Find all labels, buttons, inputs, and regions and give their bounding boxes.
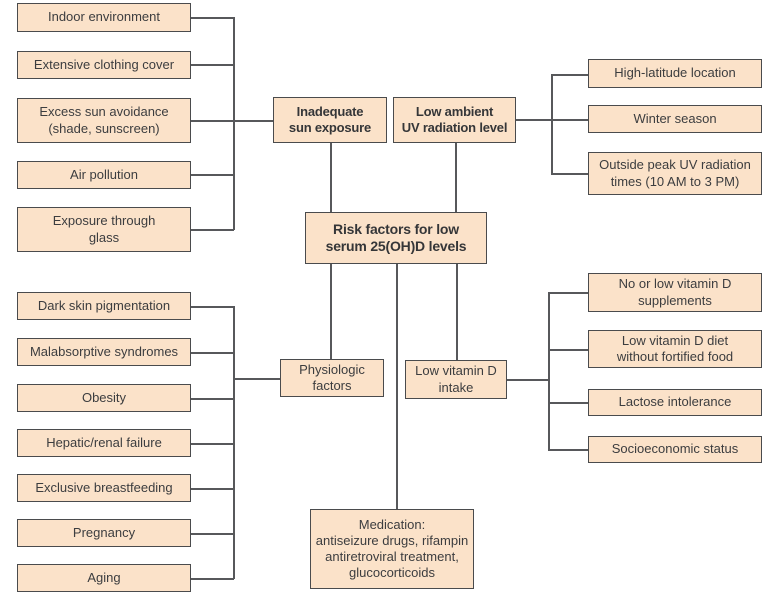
connector-line [190, 120, 274, 122]
node-no-or-low-vitamin-d-supplements: No or low vitamin D supplements [588, 273, 762, 312]
node-malabsorptive-syndromes: Malabsorptive syndromes [17, 338, 191, 366]
node-air-pollution: Air pollution [17, 161, 191, 189]
connector-line [551, 74, 589, 76]
node-low-vitamin-d-intake: Low vitamin D intake [405, 360, 507, 399]
node-excess-sun-avoidance: Excess sun avoidance (shade, sunscreen) [17, 98, 191, 143]
connector-line [455, 142, 457, 213]
node-hepatic-renal-failure: Hepatic/renal failure [17, 429, 191, 457]
connector-line [190, 229, 234, 231]
node-low-ambient-uv-radiation: Low ambient UV radiation level [393, 97, 516, 143]
connector-line [551, 173, 589, 175]
connector-line [548, 402, 589, 404]
connector-line [551, 74, 553, 174]
node-indoor-environment: Indoor environment [17, 3, 191, 32]
node-low-vitamin-d-diet: Low vitamin D diet without fortified foo… [588, 330, 762, 368]
connector-line [190, 443, 234, 445]
connector-line [330, 142, 332, 213]
connector-line [506, 379, 549, 381]
node-exposure-through-glass: Exposure through glass [17, 207, 191, 252]
connector-line [548, 292, 589, 294]
node-lactose-intolerance: Lactose intolerance [588, 389, 762, 416]
node-obesity: Obesity [17, 384, 191, 412]
connector-line [190, 578, 234, 580]
connector-line [548, 292, 550, 450]
node-risk-factors-center: Risk factors for low serum 25(OH)D level… [305, 212, 487, 264]
connector-line [233, 306, 235, 579]
connector-line [190, 174, 234, 176]
node-aging: Aging [17, 564, 191, 592]
connector-line [190, 306, 234, 308]
connector-line [396, 263, 398, 510]
node-medication: Medication: antiseizure drugs, rifampin … [310, 509, 474, 589]
connector-line [233, 378, 281, 380]
node-high-latitude-location: High-latitude location [588, 59, 762, 88]
node-dark-skin-pigmentation: Dark skin pigmentation [17, 292, 191, 320]
connector-line [330, 263, 332, 360]
node-pregnancy: Pregnancy [17, 519, 191, 547]
node-exclusive-breastfeeding: Exclusive breastfeeding [17, 474, 191, 502]
connector-line [190, 17, 234, 19]
connector-line [190, 533, 234, 535]
connector-line [548, 349, 589, 351]
connector-line [190, 488, 234, 490]
node-socioeconomic-status: Socioeconomic status [588, 436, 762, 463]
node-physiologic-factors: Physiologic factors [280, 359, 384, 397]
connector-line [456, 263, 458, 361]
connector-line [190, 352, 234, 354]
connector-line [548, 449, 589, 451]
node-winter-season: Winter season [588, 105, 762, 133]
connector-line [190, 64, 234, 66]
connector-line [190, 398, 234, 400]
node-outside-peak-uv-times: Outside peak UV radiation times (10 AM t… [588, 152, 762, 195]
node-inadequate-sun-exposure: Inadequate sun exposure [273, 97, 387, 143]
node-extensive-clothing-cover: Extensive clothing cover [17, 51, 191, 79]
connector-line [233, 17, 235, 230]
